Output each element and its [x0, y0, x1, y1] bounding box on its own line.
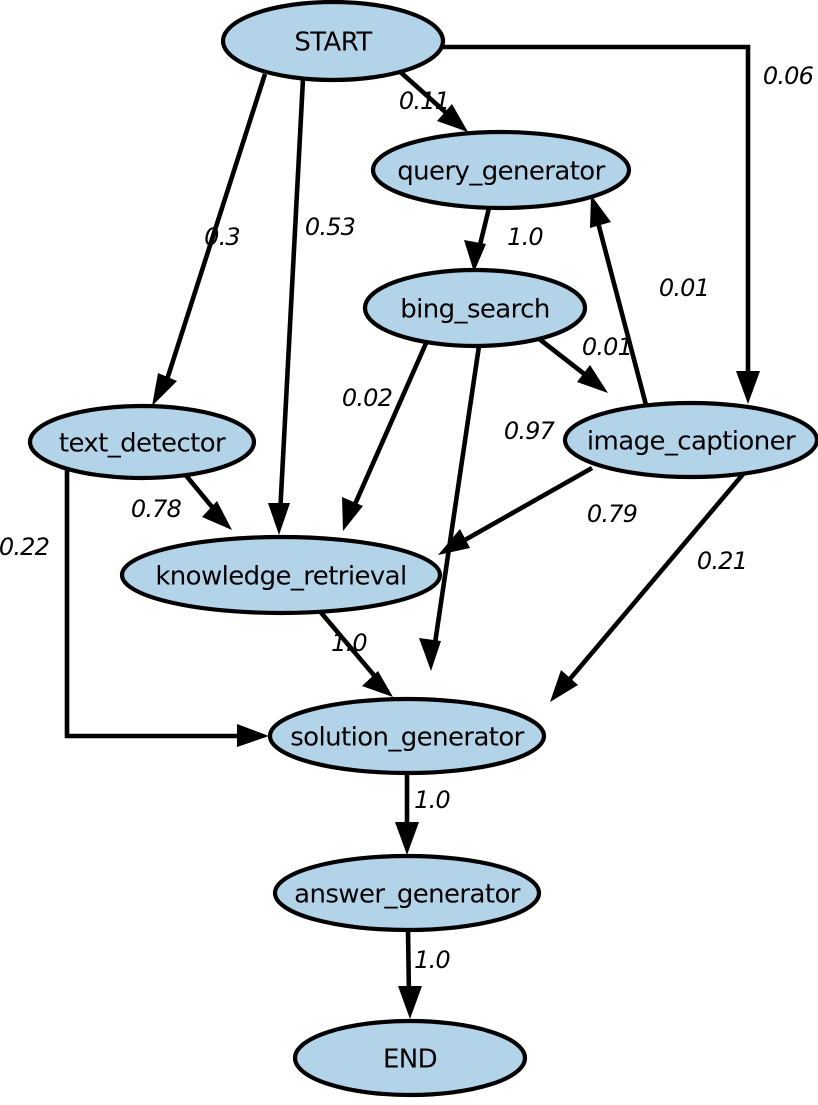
arrowhead-icon	[362, 671, 393, 697]
edge-text_detector-to-solution_generator[interactable]	[64, 470, 269, 747]
arrowhead-icon	[464, 240, 486, 272]
edge-label-layer: 0.3 0.53 0.11 0.06 1.0 0.02 0.97 0.01 0.…	[0, 62, 814, 974]
arrowhead-icon	[268, 503, 290, 535]
arrowhead-icon	[736, 371, 760, 404]
edge-weight-label: 0.79	[587, 500, 637, 528]
arrowhead-icon	[419, 638, 441, 671]
node-shape	[362, 267, 588, 349]
edge-solution_generator-to-answer_generator[interactable]	[395, 773, 419, 855]
node-query_generator[interactable]: query_generator	[370, 129, 632, 211]
edge-line	[443, 44, 751, 383]
edge-weight-label: 0.02	[342, 384, 392, 412]
node-text_detector[interactable]: text_detector	[27, 403, 257, 481]
arrowhead-icon	[342, 497, 363, 531]
edge-weight-label: 0.3	[204, 223, 240, 251]
edge-line	[395, 67, 454, 120]
arrowhead-icon	[438, 529, 470, 555]
node-shape	[272, 853, 542, 933]
edge-weight-label: 1.0	[331, 629, 367, 657]
arrowhead-icon	[398, 986, 422, 1019]
edge-line	[593, 214, 649, 406]
edge-image_captioner-to-query_generator[interactable]	[590, 195, 649, 406]
arrowhead-icon	[395, 822, 419, 855]
edge-start-to-image_captioner[interactable]	[443, 44, 760, 404]
node-label: knowledge_retrieval	[155, 562, 406, 592]
edge-weight-label: 1.0	[414, 946, 450, 974]
edge-image_captioner-to-knowledge_retrieval[interactable]	[438, 465, 594, 555]
edge-line	[405, 929, 412, 998]
node-shape	[370, 129, 632, 211]
node-bing_search[interactable]: bing_search	[362, 267, 588, 349]
arrowhead-icon	[237, 724, 269, 747]
edge-weight-label: 1.0	[507, 223, 543, 251]
node-shape	[267, 696, 547, 776]
edge-line	[454, 465, 594, 548]
node-shape	[292, 1018, 528, 1098]
arrowhead-icon	[550, 670, 578, 702]
node-solution_generator[interactable]: solution_generator	[267, 696, 547, 776]
edge-weight-label: 0.22	[0, 533, 49, 561]
node-shape	[27, 403, 257, 481]
arrowhead-icon	[202, 501, 232, 530]
edge-query_generator-to-bing_search[interactable]	[464, 207, 492, 272]
edge-weight-label: 0.97	[504, 417, 556, 445]
edge-bing_search-to-solution_generator[interactable]	[419, 345, 482, 671]
edge-text_detector-to-knowledge_retrieval[interactable]	[182, 471, 232, 530]
edge-bing_search-to-knowledge_retrieval[interactable]	[342, 340, 430, 531]
arrowhead-icon	[437, 104, 468, 132]
edge-answer_generator-to-end[interactable]	[398, 929, 422, 1019]
node-label: query_generator	[397, 157, 605, 187]
edge-layer	[64, 44, 760, 1019]
edge-line	[316, 607, 380, 682]
edge-line	[160, 73, 268, 393]
edge-line	[431, 345, 482, 651]
node-answer_generator[interactable]: answer_generator	[272, 853, 542, 933]
edge-line	[536, 336, 594, 382]
node-label: START	[294, 28, 372, 58]
node-image_captioner[interactable]: image_captioner	[562, 400, 818, 480]
node-end[interactable]: END	[292, 1018, 528, 1098]
edge-line	[349, 340, 430, 512]
node-label: solution_generator	[290, 723, 524, 753]
node-knowledge_retrieval[interactable]: knowledge_retrieval	[119, 534, 443, 616]
node-label: bing_search	[400, 295, 549, 325]
edge-bing_search-to-image_captioner[interactable]	[536, 336, 608, 393]
edge-weight-label: 0.06	[763, 62, 814, 90]
arrowhead-icon	[577, 365, 608, 393]
node-label: text_detector	[59, 429, 226, 459]
edge-start-to-text_detector[interactable]	[152, 73, 268, 406]
edge-weight-label: 0.21	[697, 547, 747, 575]
edge-line	[64, 470, 248, 739]
node-label: END	[383, 1045, 437, 1075]
edge-image_captioner-to-solution_generator[interactable]	[550, 471, 746, 702]
node-start[interactable]: START	[220, 0, 446, 83]
edge-start-to-query_generator[interactable]	[395, 67, 468, 132]
node-label: answer_generator	[294, 880, 521, 910]
edge-weight-label: 0.01	[582, 333, 632, 361]
node-label: image_captioner	[587, 427, 796, 457]
edge-knowledge_retrieval-to-solution_generator[interactable]	[316, 607, 393, 697]
edge-weight-label: 0.53	[305, 213, 355, 241]
node-shape	[119, 534, 443, 616]
edge-weight-label: 0.01	[659, 274, 709, 302]
edge-start-to-knowledge_retrieval[interactable]	[268, 78, 306, 535]
edge-line	[277, 78, 306, 516]
edge-line	[182, 471, 219, 515]
node-shape	[562, 400, 818, 480]
edge-weight-label: 0.78	[131, 495, 182, 523]
edge-weight-label: 0.11	[399, 87, 449, 115]
edge-weight-label: 1.0	[414, 786, 450, 814]
node-layer: START query_generator bing_search image_…	[27, 0, 818, 1098]
arrowhead-icon	[590, 195, 611, 228]
edge-line	[562, 471, 746, 688]
arrowhead-icon	[152, 373, 177, 406]
node-shape	[220, 0, 446, 83]
